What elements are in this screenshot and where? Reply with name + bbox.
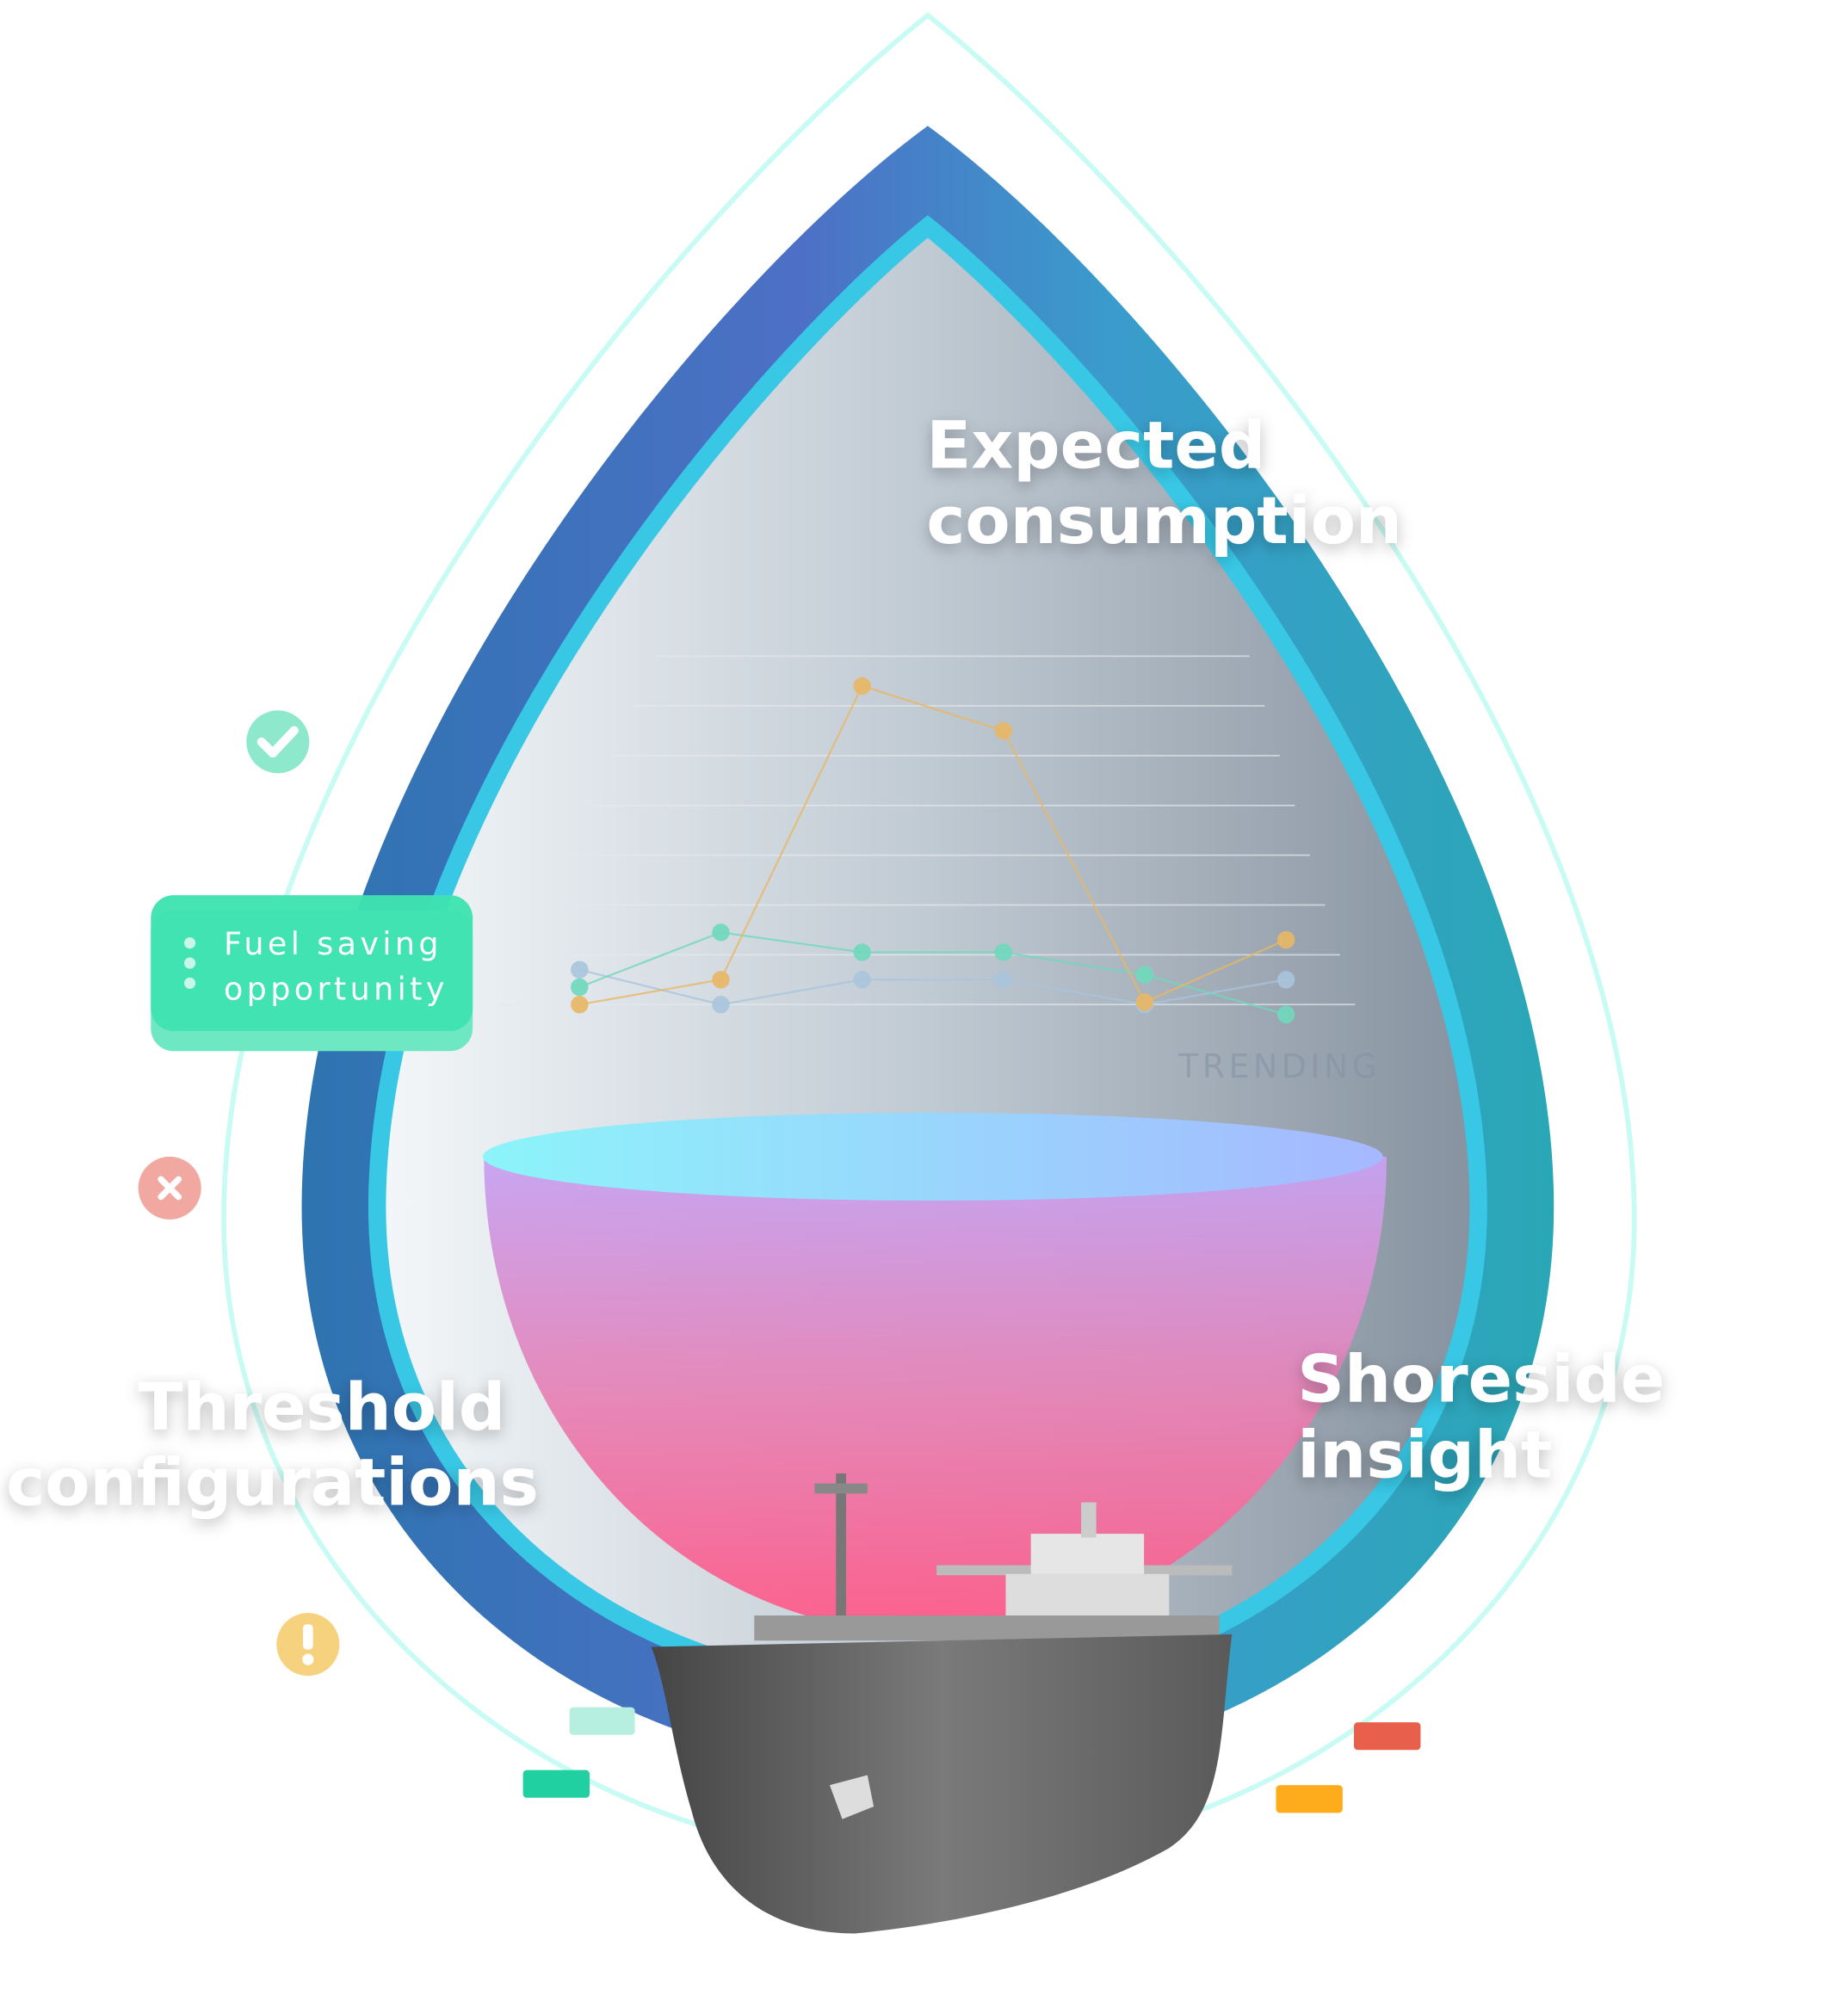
tag-green [522, 1770, 590, 1798]
exclamation-circle-icon [276, 1613, 340, 1677]
data-point-orange [1276, 930, 1295, 949]
svg-text:Expected: Expected [926, 408, 1265, 484]
tag-orange [1276, 1785, 1343, 1813]
data-point-orange [853, 676, 871, 695]
series-line-orange [579, 684, 1287, 1006]
check-circle-icon [246, 710, 310, 774]
data-point-blue [571, 961, 589, 979]
callout-fuel-saving[interactable]: Fuel saving opportunity [151, 895, 473, 1052]
label-threshold-configurations: Threshold configurations [6, 1369, 538, 1521]
series-line-blue [579, 968, 1287, 1006]
x-circle-icon [138, 1156, 201, 1220]
trend-chart [498, 655, 1356, 1023]
callout-line-1: Fuel saving [224, 925, 442, 962]
data-point-blue [1276, 971, 1295, 989]
data-point-green [853, 943, 871, 961]
menu-dots-icon [183, 937, 196, 989]
series-line-green [578, 931, 1287, 1016]
data-point-orange [571, 995, 589, 1014]
svg-text:insight: insight [1297, 1417, 1552, 1492]
svg-text:Threshold: Threshold [139, 1369, 506, 1445]
data-point-blue [712, 995, 730, 1014]
data-point-orange [994, 721, 1013, 740]
data-point-green [712, 923, 730, 942]
svg-text:Shoreside: Shoreside [1297, 1342, 1665, 1418]
data-point-orange [712, 971, 730, 989]
data-point-green [994, 943, 1013, 961]
svg-text:configurations: configurations [6, 1444, 538, 1520]
data-point-green [1276, 1005, 1295, 1023]
data-point-blue [853, 971, 871, 989]
data-point-blue [994, 971, 1013, 989]
trending-label: TRENDING [1177, 1047, 1381, 1085]
tag-red [1354, 1722, 1421, 1751]
fuel-bowl [482, 1112, 1387, 1634]
label-shoreside-insight: Shoreside insight [1297, 1342, 1665, 1493]
ship [651, 1473, 1233, 1934]
data-point-green [1135, 966, 1154, 984]
data-point-orange [1135, 993, 1154, 1011]
label-expected-consumption: Expected consumption [926, 408, 1402, 559]
data-point-green [571, 978, 589, 997]
tag-mint [569, 1707, 635, 1735]
svg-text:consumption: consumption [926, 483, 1402, 559]
callout-line-2: opportunity [224, 970, 448, 1007]
